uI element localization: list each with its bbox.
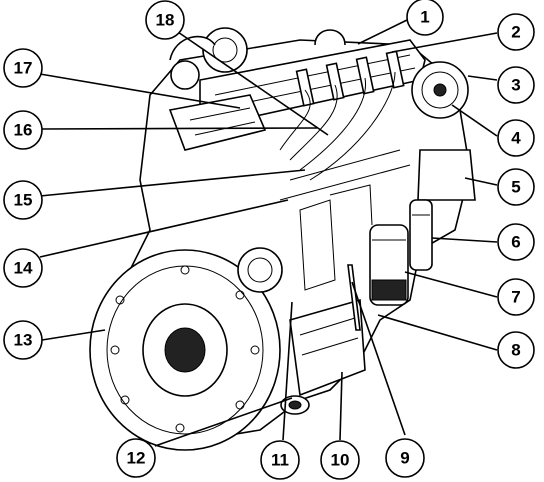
leader-15: [39, 169, 306, 197]
callout-4-label: 4: [511, 129, 521, 148]
fuel-filter: [409, 199, 433, 271]
leader-6: [431, 237, 498, 243]
alternator: [417, 149, 476, 201]
callout-8: 8: [497, 331, 535, 369]
callout-16: 16: [3, 110, 43, 150]
drain-plug: [280, 395, 310, 415]
callout-12: 12: [116, 438, 156, 478]
callout-14-label: 14: [14, 259, 33, 278]
callout-2-label: 2: [511, 23, 520, 42]
exhaust-manifold: [168, 94, 267, 151]
dipstick: [347, 264, 361, 331]
callout-9: 9: [385, 438, 425, 478]
callout-11-label: 11: [271, 451, 289, 470]
leader-1: [357, 19, 408, 45]
leader-5: [464, 177, 498, 186]
callout-7-label: 7: [511, 288, 520, 307]
leader-14: [39, 199, 289, 258]
leader-9: [351, 281, 406, 436]
callout-16-label: 16: [14, 121, 33, 140]
turbocharger: [169, 27, 248, 90]
callout-2: 2: [497, 13, 535, 51]
callout-7: 7: [497, 278, 535, 316]
leader-18: [174, 29, 329, 136]
callouts: 1 2 3 4 5 6 7 8 9 10 11 12 13 14 15 16 1…: [3, 0, 535, 480]
callout-1: 1: [406, 0, 444, 36]
callout-5-label: 5: [511, 178, 520, 197]
leader-8: [377, 314, 498, 351]
callout-3-label: 3: [511, 76, 520, 95]
callout-5: 5: [497, 168, 535, 206]
callout-8-label: 8: [511, 341, 520, 360]
leader-4: [451, 104, 498, 137]
callout-18: 18: [145, 0, 185, 40]
leader-2: [391, 32, 498, 53]
leader-10: [339, 371, 343, 441]
callout-18-label: 18: [156, 11, 175, 30]
callout-17: 17: [3, 48, 43, 88]
callout-13: 13: [3, 320, 43, 360]
leader-12: [154, 397, 293, 447]
fuel-lines: [279, 71, 396, 181]
leader-11: [282, 301, 293, 441]
crank-pulley: [411, 61, 469, 119]
callout-6-label: 6: [511, 233, 520, 252]
oil-filter: [369, 224, 409, 306]
callout-6: 6: [497, 223, 535, 261]
leader-lines: [39, 19, 498, 447]
callout-9-label: 9: [400, 449, 409, 468]
leader-17: [39, 73, 241, 109]
callout-17-label: 17: [14, 59, 33, 78]
leader-3: [467, 75, 498, 81]
callout-3: 3: [497, 66, 535, 104]
callout-13-label: 13: [14, 331, 33, 350]
callout-11: 11: [260, 440, 300, 480]
callout-10-label: 10: [331, 451, 350, 470]
callout-1-label: 1: [420, 8, 429, 27]
side-cover: [237, 247, 283, 293]
callout-4: 4: [497, 119, 535, 157]
leader-13: [41, 329, 106, 341]
injectors: [295, 50, 405, 107]
callout-12-label: 12: [127, 449, 146, 468]
leader-7: [404, 271, 498, 298]
flywheel-housing: [89, 249, 281, 451]
oil-sump: [289, 298, 366, 397]
leader-16: [39, 127, 318, 130]
block-ribs: [279, 149, 411, 291]
lifting-eye: [314, 29, 346, 46]
callout-15: 15: [3, 180, 43, 220]
callout-10: 10: [320, 440, 360, 480]
callout-15-label: 15: [14, 191, 33, 210]
callout-14: 14: [3, 248, 43, 288]
engine-illustration: [89, 27, 476, 451]
